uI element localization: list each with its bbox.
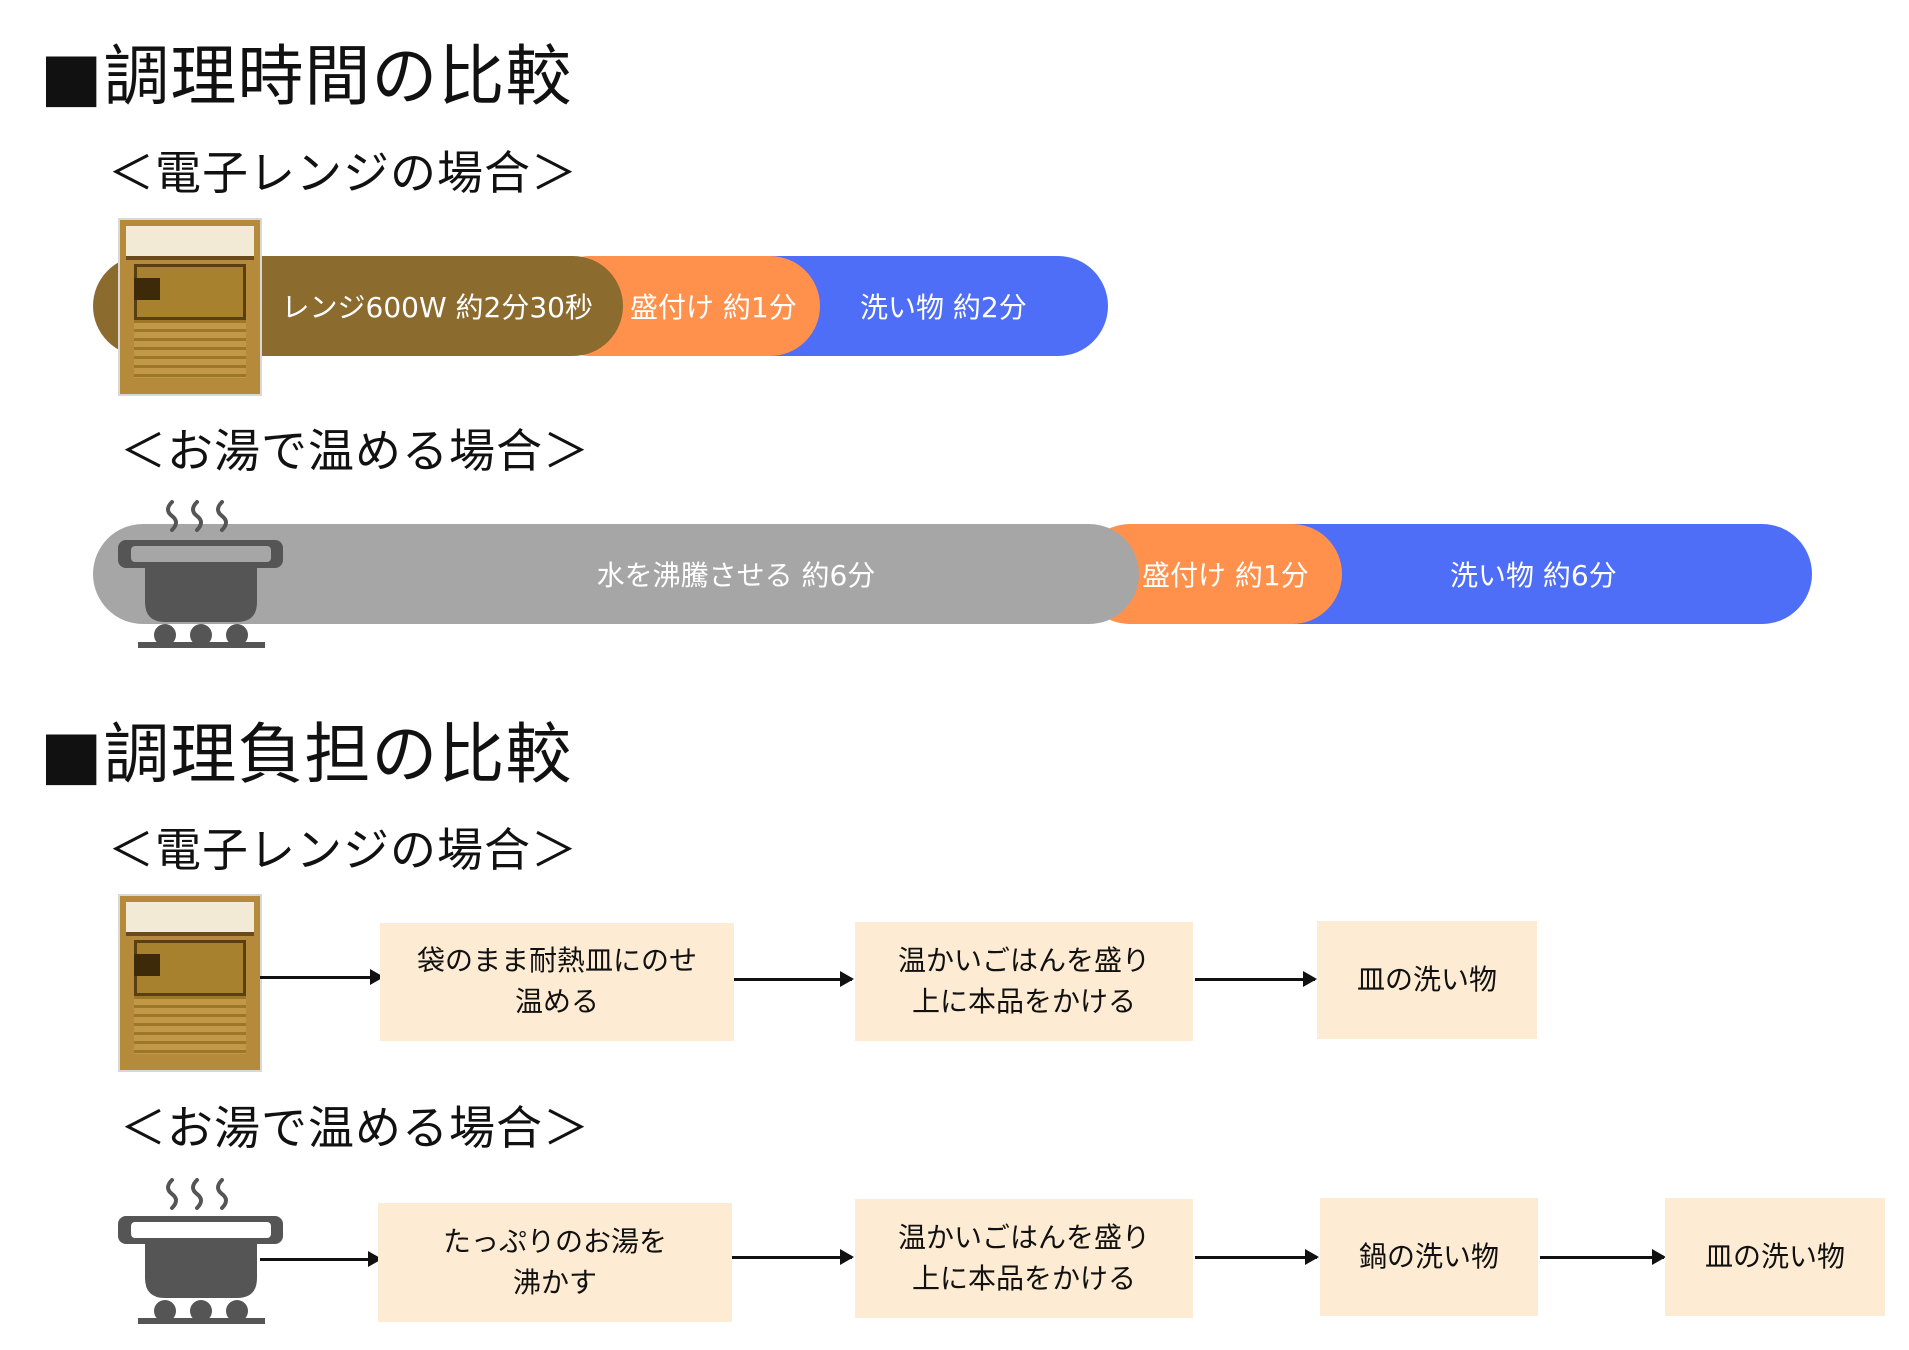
flow-step-boil-3: 鍋の洗い物 [1320,1198,1538,1316]
flow-arrow [1540,1249,1666,1265]
section-time-title: ■調理時間の比較 [40,38,573,115]
retort-pouch-icon [118,218,262,396]
flow-arrow [1195,971,1317,987]
microwave-time-subtitle: ＜電子レンジの場合＞ [108,146,578,200]
time-bar-wash-microwave-label: 洗い物 約2分 [860,291,1027,324]
flow-step-boil-2: 温かいごはんを盛り 上に本品をかける [855,1199,1193,1318]
flow-arrow [260,1251,382,1267]
section-burden-title: ■調理負担の比較 [40,716,573,793]
flow-step-microwave-2: 温かいごはんを盛り 上に本品をかける [855,922,1193,1041]
boil-burden-subtitle: ＜お湯で温める場合＞ [120,1101,590,1155]
time-bar-water-boil-label: 水を沸騰させる 約6分 [596,559,876,592]
time-bar-plate-microwave-label: 盛付け 約1分 [630,291,797,324]
microwave-burden-subtitle: ＜電子レンジの場合＞ [108,823,578,877]
pot-on-stove-icon [118,500,283,648]
flow-step-boil-1: たっぷりのお湯を 沸かす [378,1203,732,1322]
flow-step-microwave-1: 袋のまま耐熱皿にのせ 温める [380,923,734,1041]
pot-on-stove-icon [118,1178,283,1324]
flow-arrow [1195,1249,1319,1265]
flow-step-boil-4: 皿の洗い物 [1665,1198,1885,1316]
flow-arrow [734,971,854,987]
boil-time-subtitle: ＜お湯で温める場合＞ [120,424,590,478]
time-bar-range-microwave-label: レンジ600W 約2分30秒 [281,291,593,324]
flow-arrow [732,1249,854,1265]
flow-arrow [260,969,384,985]
time-bar-wash-boil-label: 洗い物 約6分 [1450,559,1617,592]
time-bar-plate-boil-label: 盛付け 約1分 [1142,559,1309,592]
flow-step-microwave-3: 皿の洗い物 [1317,921,1537,1039]
retort-pouch-icon [118,894,262,1072]
